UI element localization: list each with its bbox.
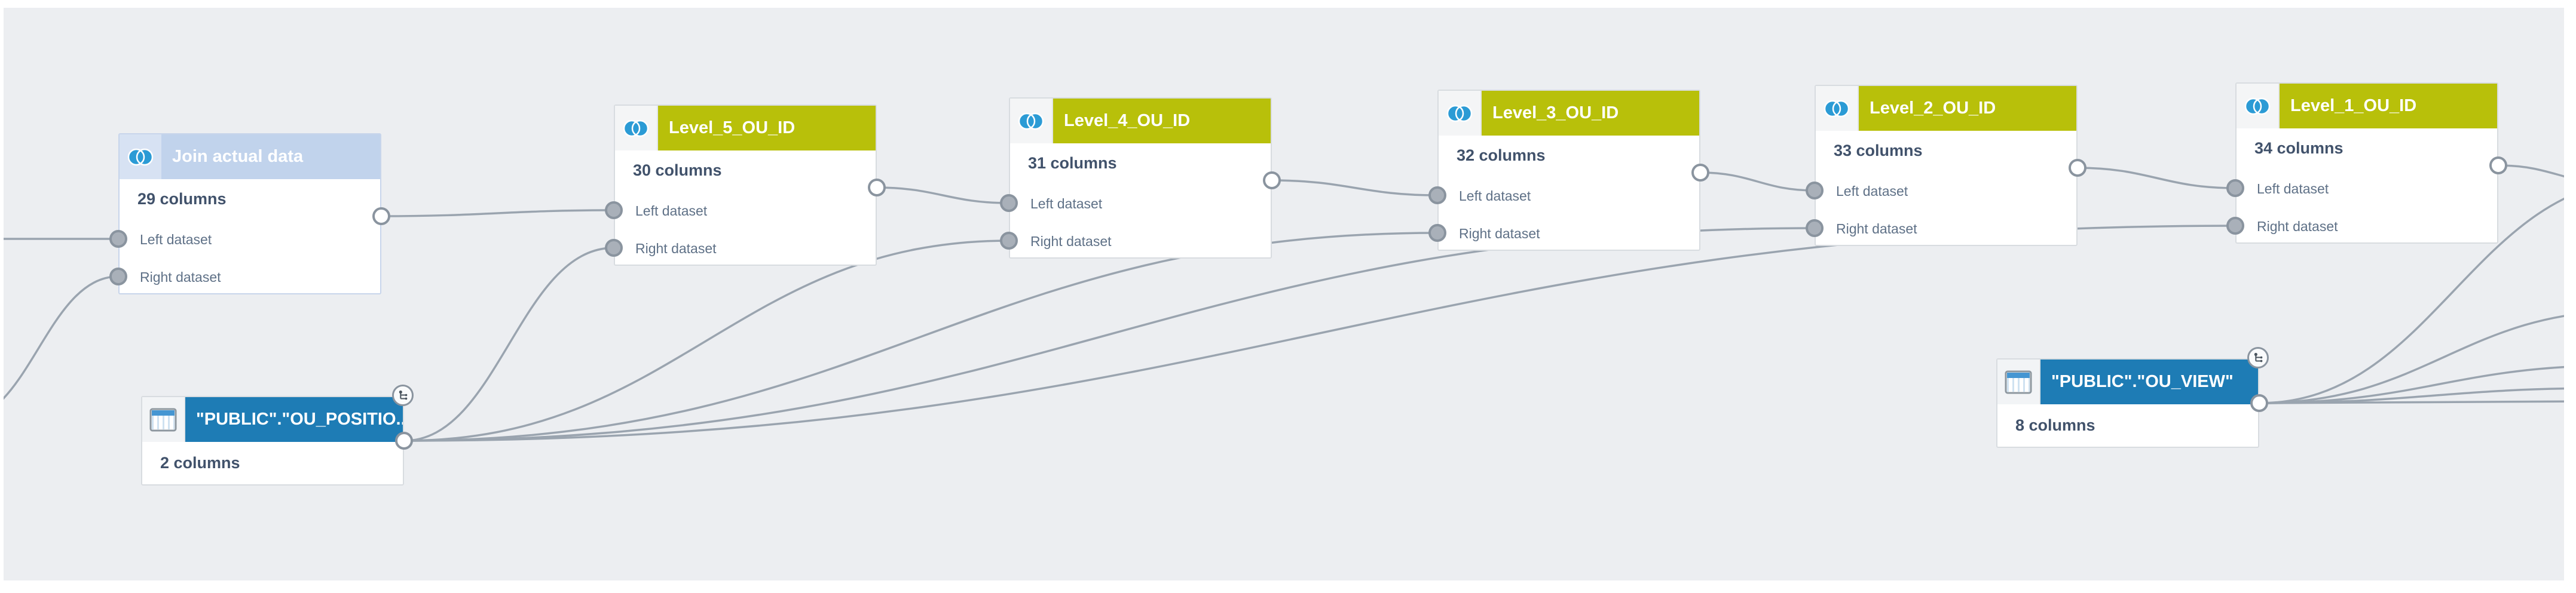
edge-connector[interactable]: [2498, 164, 2564, 184]
edge-connector[interactable]: [4, 275, 119, 421]
node-level-1-ou-id[interactable]: Level_1_OU_ID 34 columns Left dataset Ri…: [2226, 82, 2507, 244]
output-port[interactable]: [868, 179, 886, 196]
edge-layer: [4, 164, 2564, 442]
edge-connector[interactable]: [2259, 311, 2564, 404]
used-in-flow-badge-icon[interactable]: [2247, 347, 2269, 368]
output-port[interactable]: [395, 432, 413, 450]
join-icon: [1439, 91, 1482, 136]
node-header: Level_1_OU_ID: [2237, 84, 2497, 128]
columns-count: 30 columns: [633, 161, 722, 179]
right-dataset-input-port[interactable]: [1806, 219, 1824, 237]
left-dataset-input-port[interactable]: [1428, 186, 1446, 204]
output-port[interactable]: [1263, 171, 1281, 189]
node-title: Level_4_OU_ID: [1053, 99, 1271, 143]
edge-connector[interactable]: [403, 232, 1438, 442]
right-dataset-input-port[interactable]: [1428, 224, 1446, 242]
join-icon: [2237, 84, 2280, 128]
right-dataset-input-port[interactable]: [605, 239, 623, 257]
columns-count: 2 columns: [160, 454, 240, 472]
flow-canvas[interactable]: Join actual data 29 columns Left dataset…: [4, 8, 2564, 580]
output-port[interactable]: [2489, 156, 2507, 174]
left-dataset-input-port[interactable]: [2226, 179, 2244, 197]
node-header: "PUBLIC"."OU_POSITIO...: [142, 397, 403, 442]
node-title: "PUBLIC"."OU_POSITIO...: [185, 397, 403, 442]
node-title: Level_2_OU_ID: [1859, 86, 2076, 131]
join-icon: [615, 106, 658, 150]
edge-connector[interactable]: [2077, 167, 2236, 189]
node-title: "PUBLIC"."OU_VIEW": [2040, 360, 2258, 404]
node-level-4-ou-id[interactable]: Level_4_OU_ID 31 columns Left dataset Ri…: [1000, 97, 1281, 259]
table-icon: [1997, 360, 2040, 404]
output-port[interactable]: [2069, 159, 2087, 177]
left-dataset-label: Left dataset: [1030, 196, 1103, 211]
node-level-2-ou-id[interactable]: Level_2_OU_ID 33 columns Left dataset Ri…: [1806, 85, 2087, 246]
used-in-flow-badge-icon[interactable]: [392, 385, 414, 406]
columns-count: 31 columns: [1028, 154, 1117, 172]
output-port[interactable]: [372, 207, 390, 225]
edge-connector[interactable]: [381, 209, 614, 217]
node-public-ou-view[interactable]: "PUBLIC"."OU_VIEW" 8 columns: [1996, 347, 2269, 448]
node-title: Join actual data: [161, 134, 380, 179]
right-dataset-input-port[interactable]: [109, 268, 127, 285]
node-public-ou-position[interactable]: "PUBLIC"."OU_POSITIO... 2 columns: [141, 385, 414, 486]
join-icon: [1010, 99, 1053, 143]
right-dataset-label: Right dataset: [140, 269, 221, 285]
left-dataset-input-port[interactable]: [109, 230, 127, 248]
left-dataset-label: Left dataset: [1459, 188, 1531, 204]
join-icon: [120, 134, 161, 179]
right-dataset-input-port[interactable]: [2226, 217, 2244, 235]
columns-count: 29 columns: [137, 190, 227, 208]
edge-connector[interactable]: [2259, 179, 2564, 404]
edge-connector[interactable]: [403, 239, 1009, 442]
node-level-3-ou-id[interactable]: Level_3_OU_ID 32 columns Left dataset Ri…: [1428, 90, 1709, 251]
left-dataset-label: Left dataset: [140, 232, 212, 247]
node-header: Level_3_OU_ID: [1439, 91, 1699, 136]
right-dataset-label: Right dataset: [1030, 233, 1112, 249]
table-icon: [142, 397, 185, 442]
node-header: Level_5_OU_ID: [615, 106, 876, 150]
left-dataset-input-port[interactable]: [1806, 182, 1824, 199]
right-dataset-input-port[interactable]: [1000, 232, 1018, 250]
node-header: Level_4_OU_ID: [1010, 99, 1271, 143]
node-header: "PUBLIC"."OU_VIEW": [1997, 360, 2258, 404]
columns-count: 33 columns: [1834, 142, 1923, 159]
right-dataset-label: Right dataset: [1459, 226, 1540, 241]
left-dataset-input-port[interactable]: [1000, 194, 1018, 212]
right-dataset-label: Right dataset: [635, 241, 717, 256]
node-header: Join actual data: [120, 134, 380, 179]
node-level-5-ou-id[interactable]: Level_5_OU_ID 30 columns Left dataset Ri…: [605, 105, 886, 266]
output-port[interactable]: [1691, 164, 1709, 182]
edge-connector[interactable]: [2259, 365, 2564, 404]
edge-connector[interactable]: [876, 186, 1009, 204]
edge-connector[interactable]: [1700, 171, 1815, 192]
left-dataset-label: Left dataset: [1836, 183, 1908, 199]
left-dataset-input-port[interactable]: [605, 201, 623, 219]
columns-count: 32 columns: [1457, 146, 1546, 164]
left-dataset-label: Left dataset: [635, 203, 708, 219]
right-dataset-label: Right dataset: [2257, 219, 2338, 234]
right-dataset-label: Right dataset: [1836, 221, 1917, 236]
node-title: Level_1_OU_ID: [2280, 84, 2497, 128]
join-icon: [1816, 86, 1859, 131]
node-join-actual-data[interactable]: Join actual data 29 columns Left dataset…: [109, 133, 390, 294]
node-title: Level_5_OU_ID: [658, 106, 876, 150]
output-port[interactable]: [2250, 394, 2268, 412]
columns-count: 8 columns: [2015, 416, 2095, 434]
columns-count: 34 columns: [2254, 139, 2344, 157]
node-header: Level_2_OU_ID: [1816, 86, 2076, 131]
edge-connector[interactable]: [2259, 400, 2564, 404]
left-dataset-label: Left dataset: [2257, 181, 2329, 196]
node-title: Level_3_OU_ID: [1482, 91, 1699, 136]
edge-connector[interactable]: [1271, 179, 1438, 196]
edge-connector[interactable]: [403, 247, 614, 442]
